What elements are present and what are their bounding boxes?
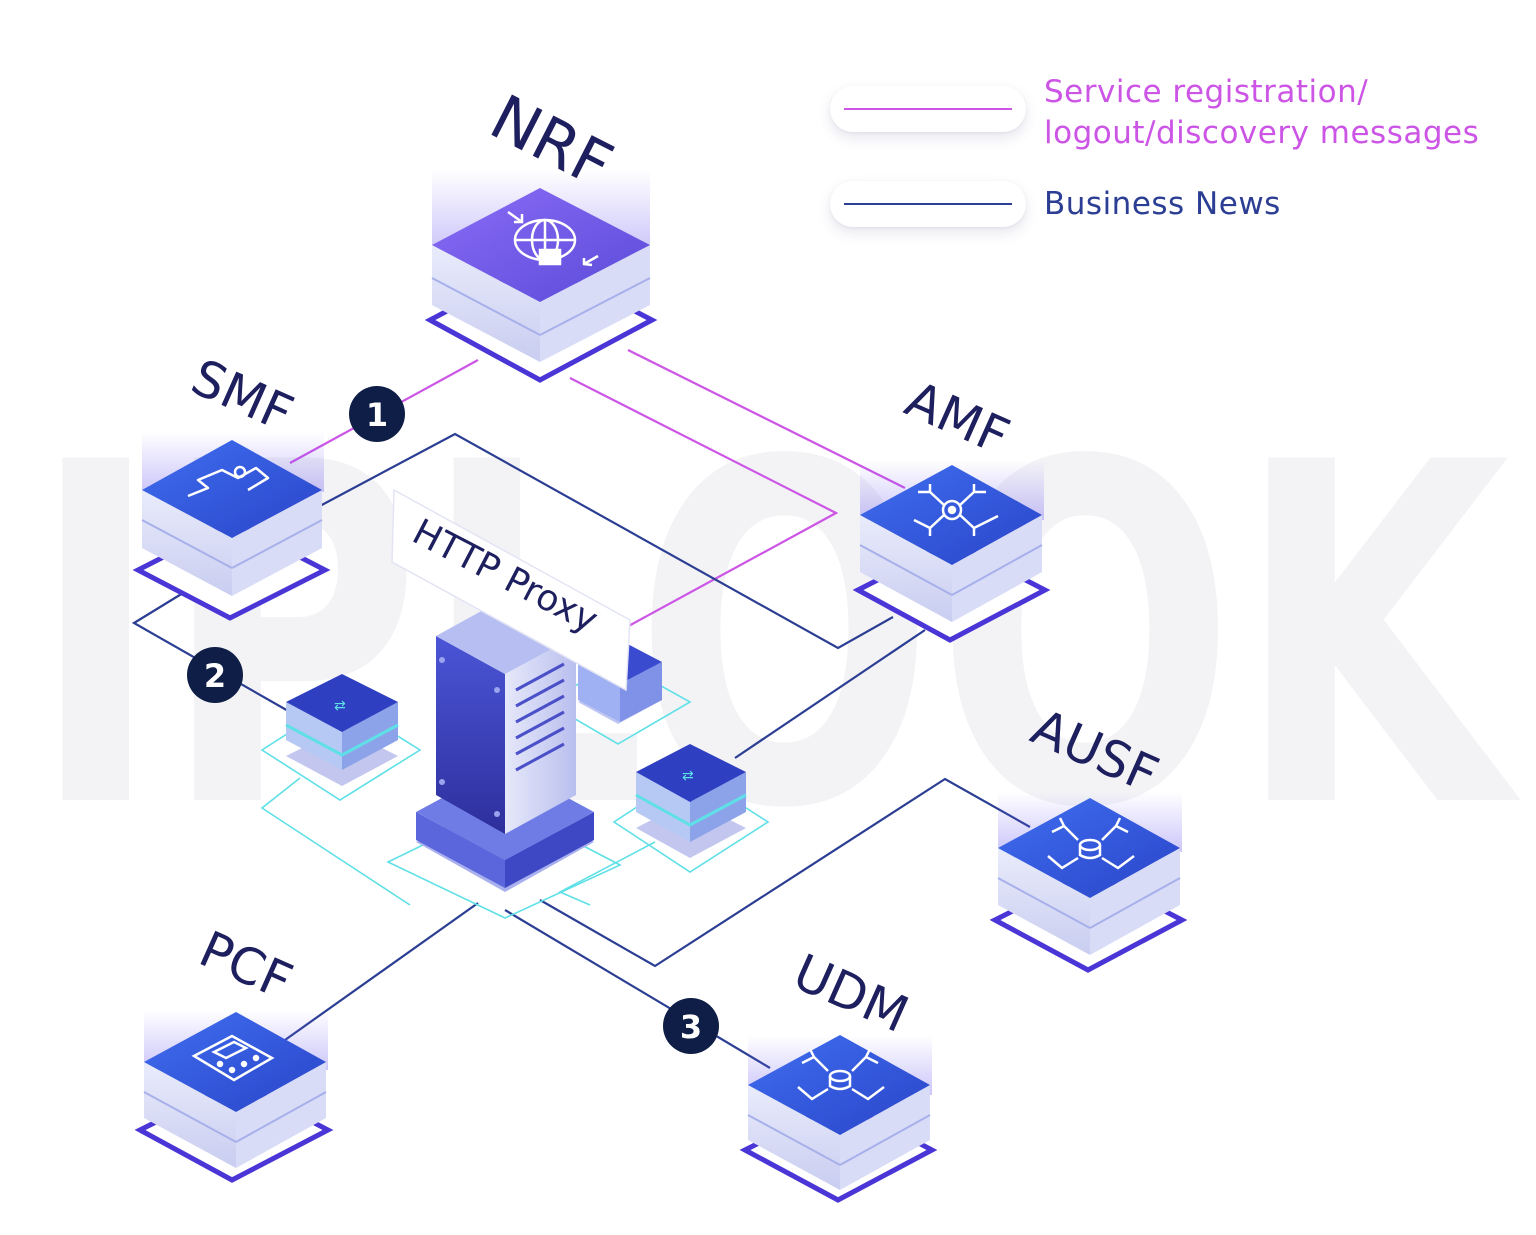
link-ausf-proxy bbox=[539, 777, 1031, 968]
link-udm-proxy bbox=[504, 909, 771, 1069]
link-nrf-proxy bbox=[569, 377, 839, 629]
node-label-pcf: PCF bbox=[191, 920, 300, 1011]
node-udm[interactable]: UDM bbox=[739, 943, 938, 1203]
proxy-small-box-left: ⇄ bbox=[285, 674, 399, 786]
node-nrf[interactable]: NRF bbox=[424, 80, 658, 383]
link-nrf-amf bbox=[627, 349, 906, 489]
badge-3: 3 bbox=[663, 998, 719, 1054]
database-arrows-icon bbox=[797, 1048, 885, 1101]
legend-swatch-business bbox=[830, 181, 1026, 227]
legend-label-business: Business News bbox=[1044, 186, 1281, 222]
legend-label-signaling: Service registration/ logout/discovery m… bbox=[1044, 74, 1480, 151]
svg-text:2: 2 bbox=[204, 657, 226, 695]
link-smf-amf bbox=[317, 432, 894, 650]
link-amf-proxy bbox=[734, 629, 926, 759]
svg-text:1: 1 bbox=[366, 396, 388, 434]
badge-2: 2 bbox=[187, 647, 243, 703]
node-label-udm: UDM bbox=[785, 943, 917, 1044]
svg-text:3: 3 bbox=[680, 1008, 702, 1046]
badge-1: 1 bbox=[349, 386, 405, 442]
routing-path-icon bbox=[187, 465, 270, 498]
svg-text:⇄: ⇄ bbox=[334, 698, 346, 714]
server-rack-icon bbox=[416, 598, 594, 892]
database-arrows-icon bbox=[1047, 817, 1135, 870]
legend-swatch-signaling bbox=[830, 86, 1026, 132]
proxy-small-box-right: ⇄ bbox=[635, 744, 747, 858]
node-pcf[interactable]: PCF bbox=[134, 920, 334, 1183]
globe-icon bbox=[507, 210, 599, 267]
proxy-cluster: ⇄ ⇄ bbox=[285, 488, 747, 892]
calculator-icon bbox=[191, 1034, 275, 1082]
gear-arrows-icon bbox=[913, 484, 999, 536]
svg-text:⇄: ⇄ bbox=[682, 768, 694, 784]
